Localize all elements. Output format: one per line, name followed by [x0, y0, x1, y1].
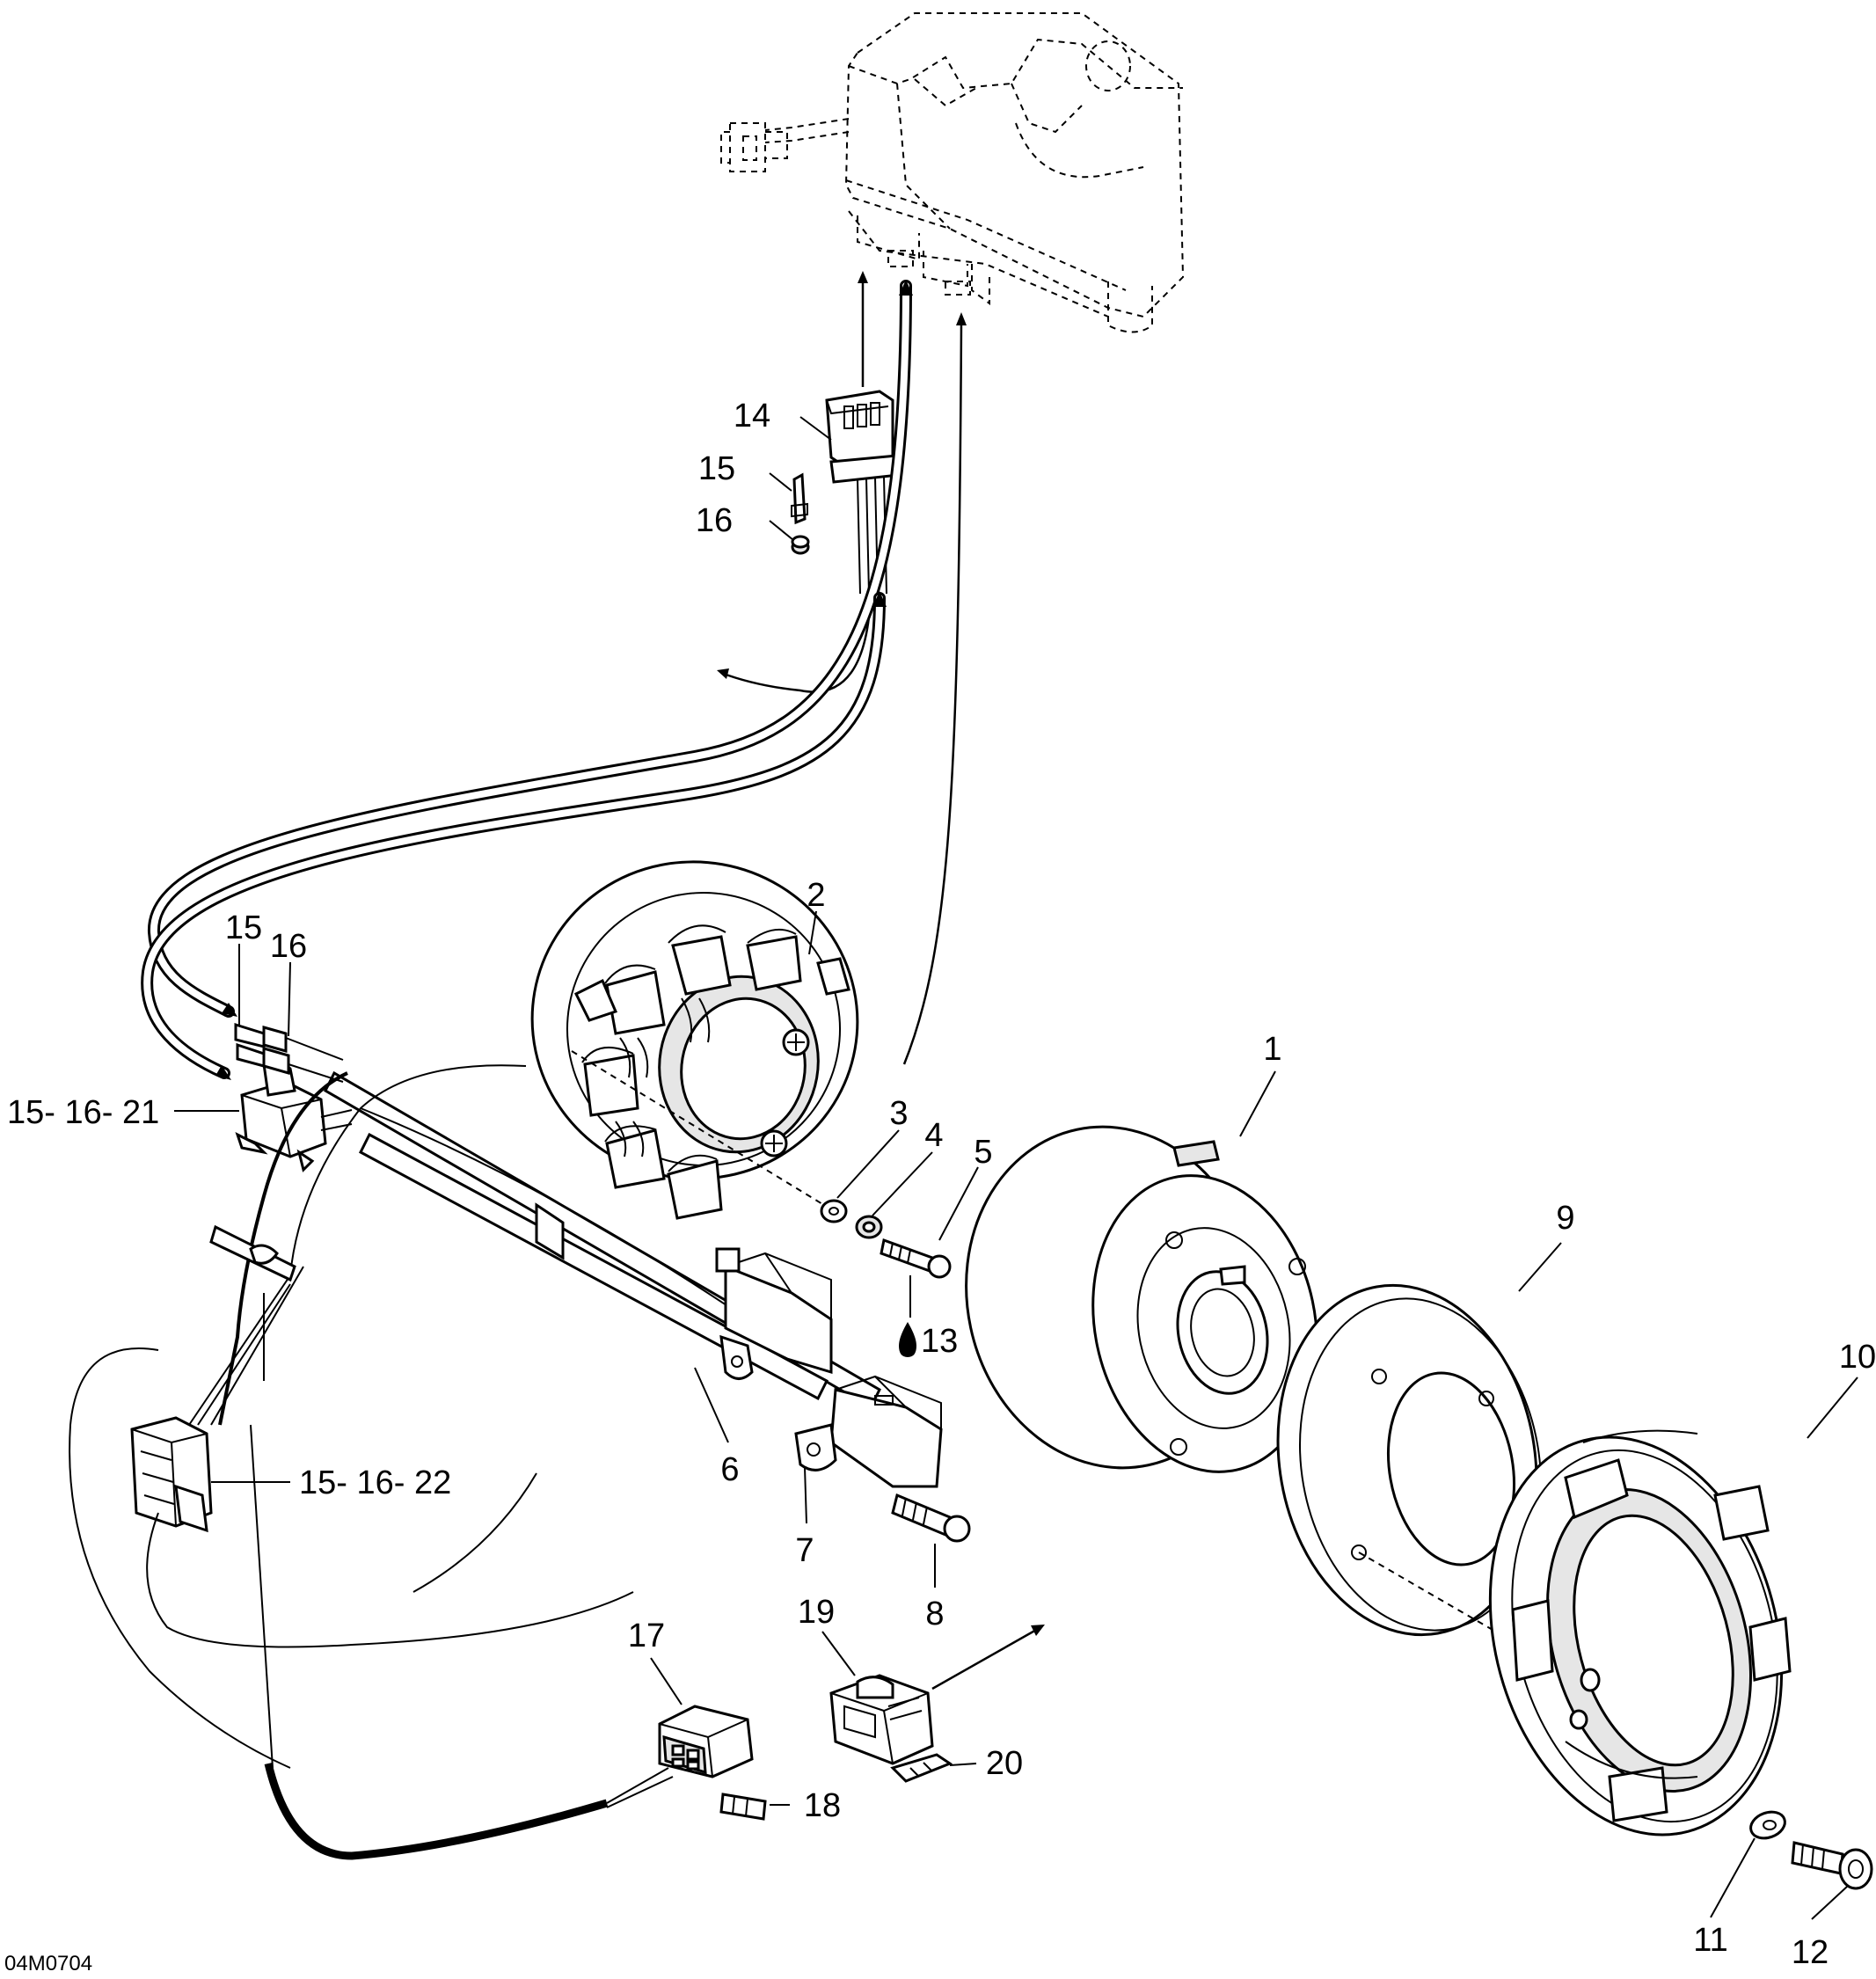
callout-9: 9	[1556, 1200, 1574, 1237]
callout-16-mid: 16	[270, 928, 307, 965]
pickup-coil-7	[794, 1375, 943, 1488]
terminal-15-top	[791, 472, 808, 525]
connector-15-16-22	[130, 1416, 213, 1533]
screw-8	[891, 1493, 971, 1543]
pickup-coil-upper	[715, 1247, 833, 1380]
flywheel-1	[965, 1125, 1318, 1473]
connector-15-16-21	[235, 1059, 353, 1172]
trigger-ring-9	[1276, 1283, 1542, 1650]
callout-16-top: 16	[696, 502, 733, 539]
callout-12: 12	[1792, 1934, 1829, 1971]
threadlocker-drop-icon	[899, 1322, 916, 1357]
connector-17	[658, 1705, 754, 1778]
callout-13: 13	[921, 1323, 958, 1360]
callout-5: 5	[974, 1134, 992, 1171]
cover-10	[1488, 1429, 1792, 1837]
lock-washer-4	[855, 1215, 883, 1239]
diagram-reference-code: 04M0704	[4, 1952, 92, 1975]
washer-3	[820, 1199, 848, 1223]
callout-11: 11	[1693, 1922, 1727, 1959]
callout-17: 17	[628, 1618, 665, 1654]
callout-6: 6	[720, 1451, 739, 1488]
callout-labels: 1 2 3 4 5 6 7 8 9 10 11 12 13 14 15 16 1…	[4, 398, 1876, 1975]
stator-2	[530, 860, 859, 1220]
callout-15-16-21: 15- 16- 21	[7, 1094, 159, 1131]
connector-19	[829, 1674, 934, 1765]
callout-1: 1	[1263, 1031, 1281, 1068]
washer-11	[1749, 1810, 1786, 1840]
routing-arrow-19	[931, 1625, 1045, 1691]
callout-4: 4	[924, 1117, 943, 1154]
terminal-20	[890, 1753, 953, 1783]
callout-10: 10	[1839, 1339, 1876, 1376]
screw-5	[880, 1238, 952, 1279]
callout-2: 2	[807, 877, 825, 914]
screw-12	[1791, 1841, 1873, 1890]
callout-8: 8	[925, 1596, 944, 1632]
callout-20: 20	[986, 1745, 1023, 1782]
routing-arrows-upper	[141, 271, 967, 1080]
callout-15-mid: 15	[225, 909, 262, 946]
callout-3: 3	[889, 1095, 908, 1132]
seal-16-top	[791, 535, 810, 555]
callout-14: 14	[734, 398, 770, 435]
callout-15-top: 15	[698, 450, 735, 487]
ignition-module-outline	[720, 12, 1185, 333]
callout-15-16-22: 15- 16- 22	[299, 1464, 451, 1501]
callout-19: 19	[798, 1594, 835, 1631]
callout-18: 18	[804, 1787, 841, 1824]
terminal-18	[719, 1793, 767, 1821]
leader-lines	[174, 416, 1858, 1920]
callout-7: 7	[795, 1532, 814, 1569]
